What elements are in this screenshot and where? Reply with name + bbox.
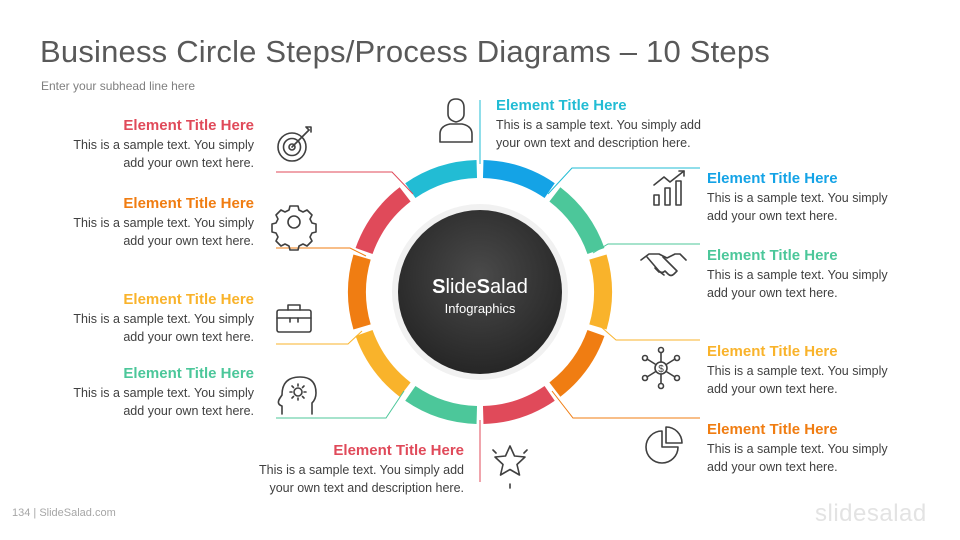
- growth-chart-icon: [653, 170, 685, 206]
- connector-l3: [276, 330, 363, 345]
- brand-watermark: slidesalad: [815, 500, 927, 527]
- target-icon: [277, 126, 312, 162]
- step-r3: Element Title Here This is a sample text…: [707, 342, 947, 398]
- step-r1-title: Element Title Here: [707, 170, 838, 187]
- step-r3-title: Element Title Here: [707, 343, 838, 360]
- step-l3: Element Title Here This is a sample text…: [14, 290, 254, 346]
- center-title: SlideSalad: [432, 276, 528, 298]
- slide-footer: 134 | SlideSalad.com: [12, 507, 116, 519]
- head-gear-icon: [277, 376, 317, 415]
- arc-segment-orange-right: [549, 330, 605, 397]
- svg-text:$: $: [658, 364, 664, 375]
- star-icon: [492, 445, 528, 489]
- step-r3-line2: add your own text here.: [707, 382, 838, 396]
- step-top-line2: your own text and description here.: [496, 136, 691, 150]
- briefcase-icon: [276, 304, 312, 333]
- connector-r4: [551, 390, 700, 419]
- step-top: Element Title Here This is a sample text…: [496, 96, 756, 152]
- connector-l2: [276, 247, 367, 257]
- step-r4-line1: This is a sample text. You simply: [707, 442, 888, 456]
- step-l2-title: Element Title Here: [123, 195, 254, 212]
- step-top-title: Element Title Here: [496, 97, 627, 114]
- step-l3-title: Element Title Here: [123, 291, 254, 308]
- ring-segments: [348, 160, 612, 424]
- gear-icon: [271, 205, 317, 251]
- step-r1-line2: add your own text here.: [707, 209, 838, 223]
- step-l2-line2: add your own text here.: [123, 234, 254, 248]
- connector-r1: [547, 167, 700, 195]
- step-l2-line1: This is a sample text. You simply: [73, 216, 254, 230]
- step-l1-line1: This is a sample text. You simply: [73, 138, 254, 152]
- step-r2-title: Element Title Here: [707, 247, 838, 264]
- connector-l4: [276, 390, 405, 419]
- step-l2: Element Title Here This is a sample text…: [14, 194, 254, 250]
- arc-segment-green-bottom: [405, 385, 478, 424]
- user-icon: [439, 98, 473, 143]
- step-r1-line1: This is a sample text. You simply: [707, 191, 888, 205]
- step-r2: Element Title Here This is a sample text…: [707, 246, 947, 302]
- step-l4-line2: add your own text here.: [123, 404, 254, 418]
- handshake-icon: [640, 253, 687, 277]
- pie-chart-icon: [645, 426, 683, 464]
- network-dollar-icon: $: [641, 346, 681, 390]
- step-top-line1: This is a sample text. You simply add: [496, 118, 701, 132]
- arc-segment-blue: [482, 160, 555, 199]
- center-subtitle: Infographics: [444, 301, 516, 316]
- arc-segment-yellow-right: [589, 254, 612, 330]
- step-l4-title: Element Title Here: [123, 365, 254, 382]
- slide-subhead: Enter your subhead line here: [41, 79, 196, 93]
- step-r2-line1: This is a sample text. You simply: [707, 268, 888, 282]
- step-r2-line2: add your own text here.: [707, 286, 838, 300]
- connector-l1: [276, 171, 414, 195]
- connector-r2: [592, 243, 700, 254]
- slide-title: Business Circle Steps/Process Diagrams –…: [40, 34, 770, 69]
- step-l1-title: Element Title Here: [123, 117, 254, 134]
- step-l1-line2: add your own text here.: [123, 156, 254, 170]
- step-r4-line2: add your own text here.: [707, 460, 838, 474]
- arc-segment-teal: [405, 160, 478, 199]
- step-l1: Element Title Here This is a sample text…: [14, 116, 254, 172]
- arc-segment-red-bottom: [482, 385, 555, 424]
- step-l3-line1: This is a sample text. You simply: [73, 312, 254, 326]
- step-r4-title: Element Title Here: [707, 421, 838, 438]
- step-bottom-line1: This is a sample text. You simply add: [259, 463, 464, 477]
- step-l3-line2: add your own text here.: [123, 330, 254, 344]
- arc-segment-yellow-left: [355, 330, 411, 397]
- step-bottom-title: Element Title Here: [333, 442, 464, 459]
- step-bottom-line2: your own text and description here.: [269, 481, 464, 495]
- step-r1: Element Title Here This is a sample text…: [707, 169, 947, 225]
- step-l4-line1: This is a sample text. You simply: [73, 386, 254, 400]
- arc-segment-green-top-right: [549, 187, 605, 254]
- step-l4: Element Title Here This is a sample text…: [14, 364, 254, 420]
- connector-r3: [599, 325, 700, 341]
- center-circle: [398, 210, 562, 374]
- arc-segment-red-top-left: [355, 187, 411, 254]
- arc-segment-orange-left: [348, 254, 371, 330]
- step-r3-line1: This is a sample text. You simply: [707, 364, 888, 378]
- step-bottom: Element Title Here This is a sample text…: [204, 441, 464, 497]
- step-r4: Element Title Here This is a sample text…: [707, 420, 947, 476]
